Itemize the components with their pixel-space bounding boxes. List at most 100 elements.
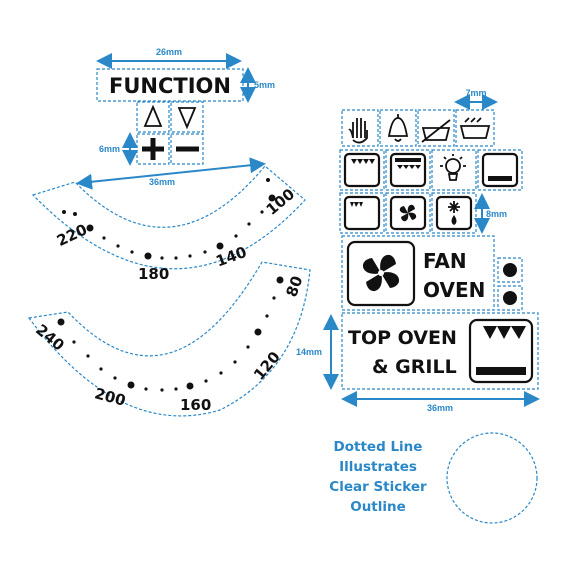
top-oven-outline [341, 312, 539, 390]
dial-label-220: 220 [54, 220, 90, 250]
scale-dot [246, 345, 250, 349]
scale-dot [268, 194, 276, 202]
note-line-1: Dotted Line [334, 439, 423, 455]
dial-top-outline [31, 165, 306, 270]
up-button-outline [136, 101, 170, 133]
dial-label-240: 240 [32, 321, 68, 355]
dial-top: 36mm 220 180 140 100 [31, 157, 306, 283]
scale-dot [254, 328, 262, 336]
function-panel: 26mm FUNCTION 5mm 6mm [96, 47, 275, 166]
grill-bar [395, 158, 421, 162]
icon-height-dimension: 8mm [486, 209, 507, 219]
dot-icon [503, 263, 517, 277]
dot-1-outline [497, 257, 523, 283]
scale-dot [266, 178, 270, 182]
dial-width-arrow [76, 157, 266, 190]
panel-height-dimension: 14mm [296, 347, 322, 357]
scale-dot [276, 276, 284, 284]
grill-outline [385, 149, 431, 191]
scale-dot [144, 387, 148, 391]
scale-dot [160, 388, 164, 392]
dial-label-80: 80 [282, 274, 306, 300]
small-top-heat-outline [339, 192, 385, 234]
pan-crossed-icon-outline [417, 109, 455, 147]
scale-dot [86, 354, 90, 358]
scale-dot [113, 376, 117, 380]
scale-dot [130, 250, 134, 254]
up-triangle-icon [143, 104, 163, 127]
top-heat-outline [339, 149, 385, 191]
dial-top-marks [62, 178, 276, 260]
small-top-zigzag [350, 202, 363, 207]
bulb-rays [440, 154, 466, 181]
scale-dot [233, 360, 237, 364]
height-dimension: 5mm [254, 80, 275, 90]
top-heat-icon [343, 152, 381, 188]
dial-label-160: 160 [180, 396, 211, 414]
scale-dot [144, 252, 152, 260]
scale-dot [265, 314, 269, 318]
hand-icon-outline [341, 109, 379, 147]
dot-2-outline [497, 285, 523, 311]
bottom-heat-icon [481, 152, 519, 188]
dial-bottom: 240 200 160 120 80 [27, 261, 311, 417]
dial-label-120: 120 [250, 348, 284, 384]
scale-dot [272, 296, 276, 300]
scale-dot [86, 224, 94, 232]
sticker-outline-sample [446, 432, 538, 524]
scale-dot [188, 254, 192, 258]
icon-width-dimension: 7mm [465, 88, 486, 98]
scale-dot [204, 379, 208, 383]
scale-dot [127, 381, 135, 389]
water-drop-icon [451, 215, 457, 225]
note-line-3: Clear Sticker [329, 479, 427, 495]
pan-crossed-icon [421, 119, 451, 143]
grill-zigzag [395, 165, 421, 169]
scale-dot [203, 250, 207, 254]
small-top-heat-icon [343, 195, 381, 231]
note-line-4: Outline [350, 499, 406, 515]
fan-outline [385, 192, 431, 234]
bottom-heat-outline [477, 149, 523, 191]
dial-label-200: 200 [93, 384, 128, 409]
fan-oven-outline [341, 235, 495, 311]
dial-label-180: 180 [138, 265, 169, 283]
scale-dot [186, 382, 194, 390]
dial-bottom-marks [57, 276, 284, 392]
function-label: FUNCTION [109, 74, 231, 98]
plus-icon [142, 138, 164, 160]
scale-dot [73, 212, 77, 216]
scale-dot [160, 256, 164, 260]
oven-label: OVEN [423, 278, 485, 302]
grill-label: & GRILL [372, 356, 457, 378]
bell-icon [387, 114, 409, 142]
fan-label: FAN [423, 249, 467, 273]
fan-large-blades [362, 254, 400, 292]
scale-dot [216, 242, 224, 250]
dial-width-dimension: 36mm [149, 177, 175, 187]
oven-grill-bar [476, 367, 526, 375]
scale-dot [72, 340, 76, 344]
icon-panel: 7mm 8m [296, 88, 540, 413]
scale-dot [102, 236, 106, 240]
scale-dot [247, 222, 251, 226]
pan-icon [459, 117, 491, 139]
panel-width-dimension: 36mm [427, 403, 453, 413]
width-dimension: 26mm [156, 47, 182, 57]
down-triangle-icon [177, 107, 197, 130]
fan-blades-icon [399, 204, 417, 222]
scale-dot [57, 318, 65, 326]
pan-icon-outline [455, 109, 495, 147]
scale-dot [219, 371, 223, 375]
scale-dot [174, 256, 178, 260]
oven-grill-zigzag [476, 326, 526, 339]
scale-dot [234, 234, 238, 238]
bell-icon-outline [379, 109, 417, 147]
bulb-outline [431, 149, 477, 191]
scale-dot [260, 210, 264, 214]
outline-note: Dotted Line Illustrates Clear Sticker Ou… [329, 432, 538, 524]
dial-bottom-outline [27, 261, 311, 417]
scale-dot [62, 210, 66, 214]
down-button-outline [170, 101, 204, 133]
